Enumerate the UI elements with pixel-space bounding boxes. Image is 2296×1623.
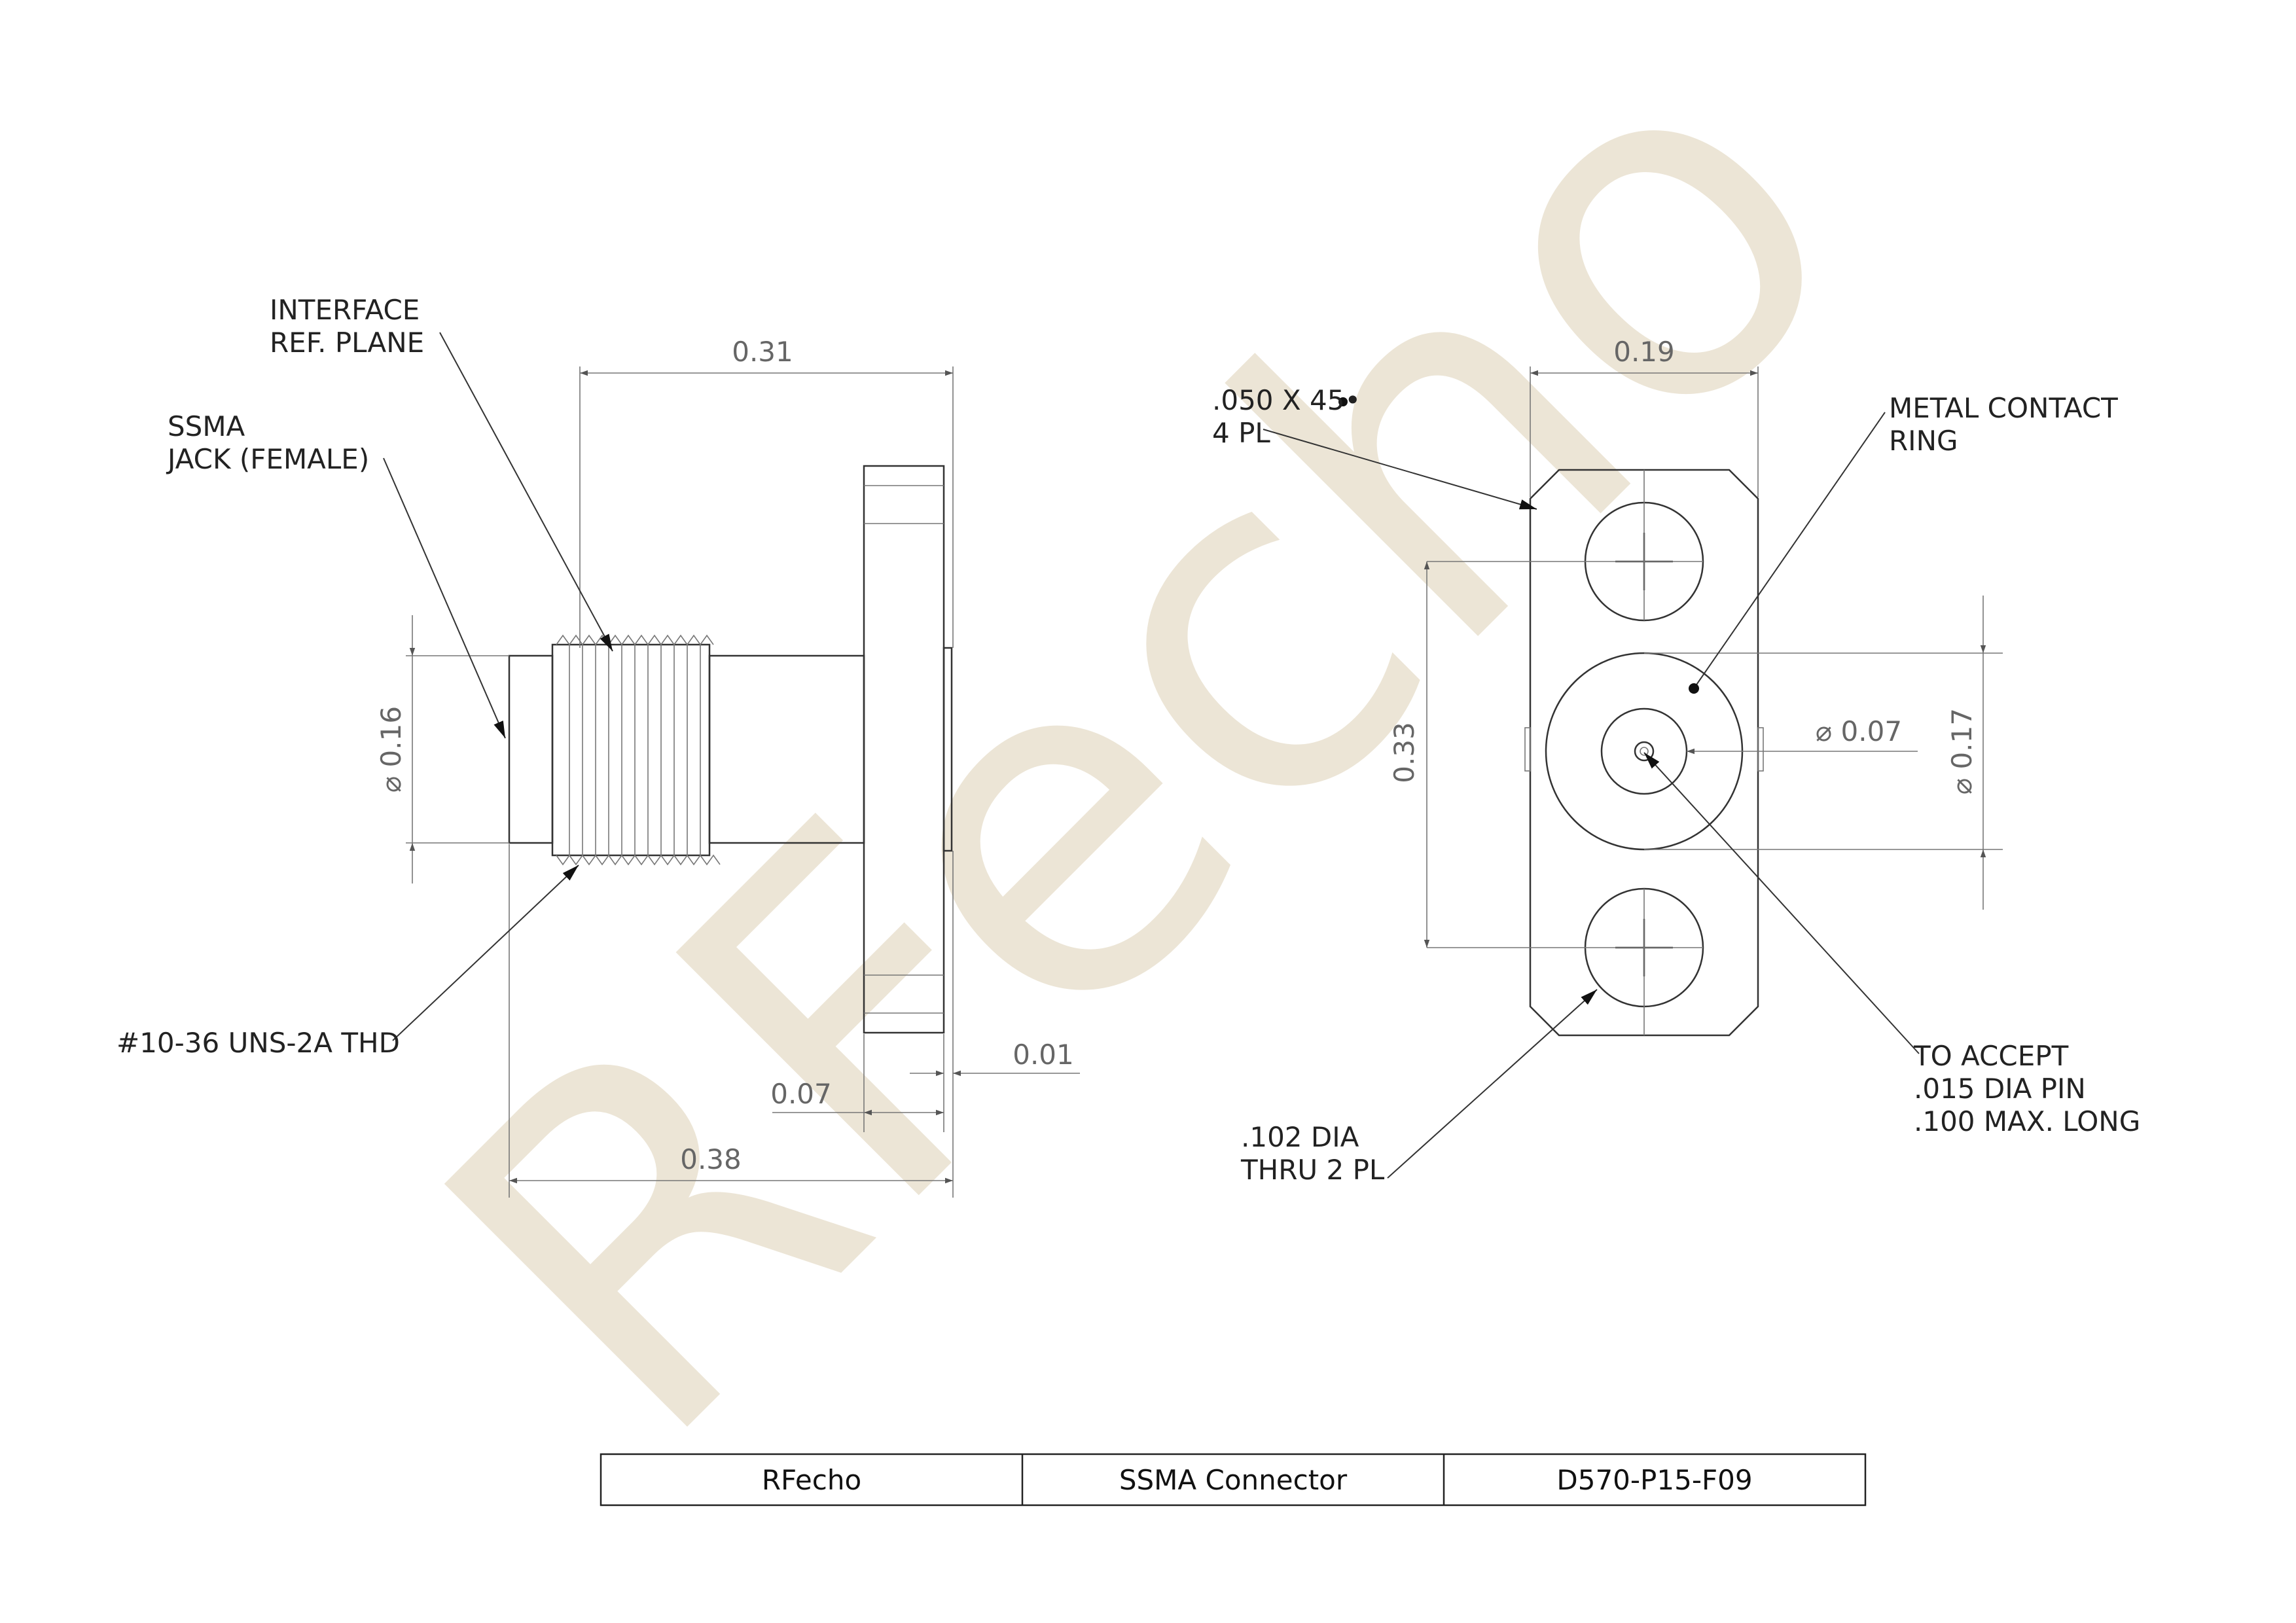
dim-ring-diameter: ⌀ 0.17 — [1946, 708, 1978, 794]
dim-pin-diameter: ⌀ 0.07 — [1816, 715, 1902, 747]
leader-dot-ring — [1689, 683, 1699, 694]
leader-jack — [383, 457, 506, 739]
leader-metal-ring — [1693, 412, 1886, 689]
label-holes-1: .102 DIA — [1241, 1121, 1359, 1153]
dim-overall-top: 0.31 — [732, 336, 793, 368]
leader-pin — [1643, 752, 1920, 1054]
title-block: RFecho SSMA Connector D570-P15-F09 — [600, 1453, 1867, 1507]
leader-interface — [439, 332, 613, 652]
side-view: 0.31 ⌀ 0.16 0.01 0.07 0.38 INTERFACE REF… — [117, 294, 1080, 1198]
dim-flange: 0.01 — [1013, 1039, 1074, 1071]
label-jack-2: JACK (FEMALE) — [166, 443, 369, 475]
label-jack-1: SSMA — [168, 410, 245, 442]
front-view: 0.19 0.33 ⌀ 0.07 ⌀ 0.17 .050 X 45• 4 PL … — [1212, 336, 2140, 1186]
center-pin-socket — [1634, 741, 1655, 762]
extension-lines — [406, 366, 954, 1198]
label-pin-1: TO ACCEPT — [1913, 1040, 2069, 1072]
label-chamfer-2: 4 PL — [1212, 417, 1270, 449]
dim-overall-bottom: 0.38 — [680, 1143, 742, 1175]
leader-holes — [1387, 989, 1598, 1179]
dim-flange-thickness: 0.07 — [770, 1078, 832, 1110]
dim-diameter: ⌀ 0.16 — [375, 706, 407, 793]
dim-width: 0.19 — [1613, 336, 1675, 368]
degree-dot — [1338, 397, 1348, 406]
jack-tip — [508, 654, 554, 844]
title-description: SSMA Connector — [1119, 1464, 1348, 1496]
label-interface-1: INTERFACE — [270, 294, 420, 326]
leader-thread — [392, 865, 579, 1041]
flange-plate — [1529, 469, 1759, 1037]
label-metal-ring-2: RING — [1889, 425, 1958, 457]
leader-chamfer — [1263, 429, 1537, 510]
dim-height: 0.33 — [1388, 722, 1420, 783]
dielectric — [1600, 707, 1688, 795]
label-metal-ring-1: METAL CONTACT — [1889, 392, 2118, 424]
title-company: RFecho — [762, 1464, 861, 1496]
label-holes-2: THRU 2 PL — [1240, 1154, 1385, 1186]
label-thread: #10-36 UNS-2A THD — [117, 1027, 400, 1059]
flange-lip — [942, 647, 953, 852]
title-part-number: D570-P15-F09 — [1556, 1464, 1752, 1496]
label-chamfer-1: .050 X 45• — [1212, 384, 1361, 416]
label-pin-2: .015 DIA PIN — [1914, 1073, 2086, 1105]
thread-lines — [569, 645, 701, 855]
label-interface-2: REF. PLANE — [270, 327, 424, 359]
label-pin-3: .100 MAX. LONG — [1914, 1105, 2140, 1137]
watermark: RFecho — [346, 0, 1942, 1538]
front-extension-lines — [1530, 366, 2003, 850]
watermark-text: RFecho — [346, 0, 1942, 1538]
